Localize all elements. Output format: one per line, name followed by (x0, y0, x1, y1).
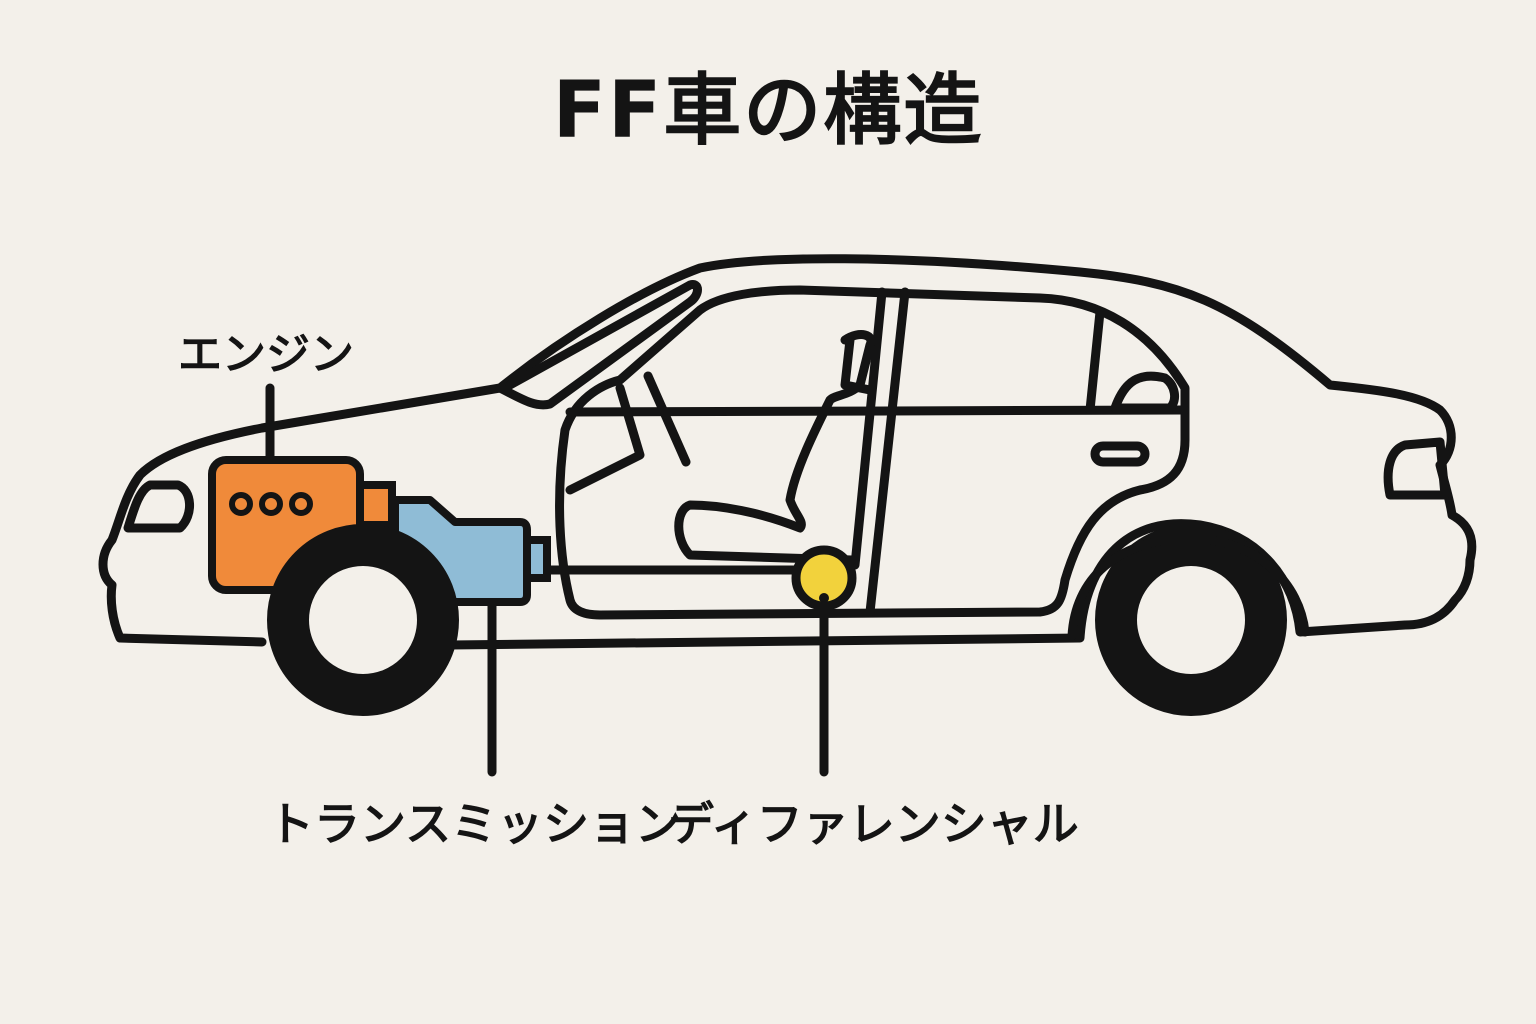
c-pillar (1085, 307, 1105, 415)
engine-dot-2 (259, 492, 283, 516)
rear-wheel (1095, 524, 1287, 716)
transmission-label: トランスミッション (268, 797, 682, 851)
rear-quarter-window (1110, 371, 1180, 413)
engine-dot-3 (289, 492, 313, 516)
tail-light (1383, 437, 1450, 500)
b-pillar (850, 287, 887, 570)
differential-pointer-dot (819, 593, 829, 603)
engine-dot-1 (229, 492, 253, 516)
a-pillar (565, 383, 645, 495)
engine-label: エンジン (178, 329, 354, 380)
car-body-outline (98, 254, 1477, 650)
b-pillar-rear (865, 287, 910, 617)
front-wheel (267, 524, 459, 716)
seat-outline (674, 330, 876, 565)
cabin-outline (555, 285, 1190, 620)
differential-circle (791, 545, 857, 611)
rear-wheel-arch (1067, 533, 1310, 641)
headlight (123, 480, 194, 533)
steering-column (643, 371, 691, 467)
door-handle (1090, 441, 1150, 467)
diagram-title: FF車の構造 (552, 66, 984, 156)
window-belt-line (565, 405, 1190, 417)
headrest (840, 335, 875, 395)
windshield-outline (495, 280, 702, 410)
differential-label: ディファレンシャル (668, 797, 1079, 851)
